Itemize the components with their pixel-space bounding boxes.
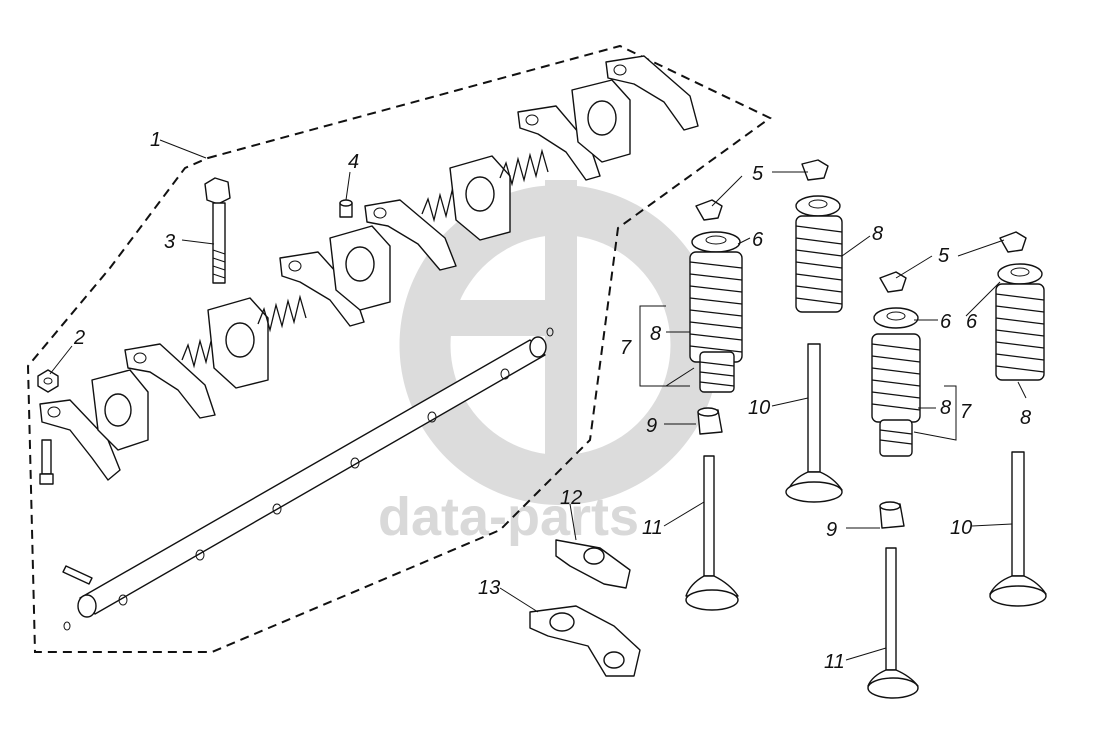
callout-7b: 7 (960, 401, 972, 423)
rocker-bracket-3 (329, 225, 391, 311)
assembly-boundary (26, 44, 772, 653)
bushing (339, 199, 353, 218)
callout-8d: 8 (1020, 407, 1031, 429)
rocker-bracket-5 (571, 79, 631, 163)
dowel-pin (62, 565, 93, 585)
rocker-arm-3 (279, 251, 365, 327)
rocker-shaft (63, 327, 554, 631)
nut (37, 369, 59, 393)
rocker-arm-4 (364, 199, 457, 271)
rocker-arm-2 (124, 343, 216, 419)
spring-retainer-3 (873, 307, 919, 329)
callout-8a: 8 (650, 323, 661, 345)
callout-13: 13 (478, 577, 500, 599)
rocker-arm-6 (605, 55, 699, 131)
callout-8b: 8 (872, 223, 883, 245)
callout-12: 12 (560, 487, 582, 509)
spring-retainer-4 (997, 263, 1043, 285)
rocker-spring-2 (257, 294, 307, 333)
callout-6a: 6 (752, 229, 764, 251)
valve-keeper-2 (801, 159, 829, 181)
callout-10b: 10 (950, 517, 972, 539)
callout-9a: 9 (646, 415, 657, 437)
callout-5a: 5 (752, 163, 764, 185)
valve-keeper-4 (999, 231, 1027, 253)
valve-spring-4 (995, 283, 1045, 381)
rocker-arm-1 (39, 399, 121, 481)
callout-4: 4 (348, 151, 359, 173)
watermark-logo (399, 180, 720, 505)
valve-11a (685, 455, 739, 611)
valve-keeper-1 (695, 199, 723, 221)
valve-stem-seal-2 (879, 501, 905, 529)
spring-retainer-1 (691, 231, 741, 253)
callout-6b: 6 (940, 311, 952, 333)
bolt (204, 177, 231, 284)
valve-spring-outer-1 (689, 251, 743, 363)
callout-6c: 6 (966, 311, 978, 333)
callout-11b: 11 (824, 651, 845, 673)
rocker-spring-4 (499, 148, 549, 187)
valve-10b (989, 451, 1047, 607)
callout-9b: 9 (826, 519, 837, 541)
adjusting-screw (39, 439, 54, 485)
callout-2: 2 (73, 327, 85, 349)
rocker-part-12 (555, 539, 631, 589)
valve-spring-inner-1 (699, 351, 735, 393)
rocker-bracket-2 (207, 297, 269, 389)
rocker-bracket-1 (91, 369, 149, 451)
valve-spring-outer-3 (871, 333, 921, 423)
valve-10a (785, 343, 843, 503)
callout-1: 1 (150, 129, 161, 151)
watermark-text: data-parts (378, 487, 639, 547)
callout-11a: 11 (642, 517, 663, 539)
callout-7a: 7 (620, 337, 632, 359)
valve-spring-inner-3 (879, 419, 913, 457)
rocker-part-13 (529, 605, 641, 677)
valve-stem-seal-1 (697, 407, 723, 435)
callout-5b: 5 (938, 245, 950, 267)
rocker-bracket-4 (449, 155, 511, 241)
leader-lines (49, 139, 1027, 661)
valve-keeper-3 (879, 271, 907, 293)
callout-3: 3 (164, 231, 175, 253)
valve-11b (867, 547, 919, 699)
callout-10a: 10 (748, 397, 770, 419)
rocker-arm-5 (517, 105, 601, 181)
callout-8c: 8 (940, 397, 951, 419)
spring-retainer-2 (795, 195, 841, 217)
valve-spring-2 (795, 215, 843, 313)
